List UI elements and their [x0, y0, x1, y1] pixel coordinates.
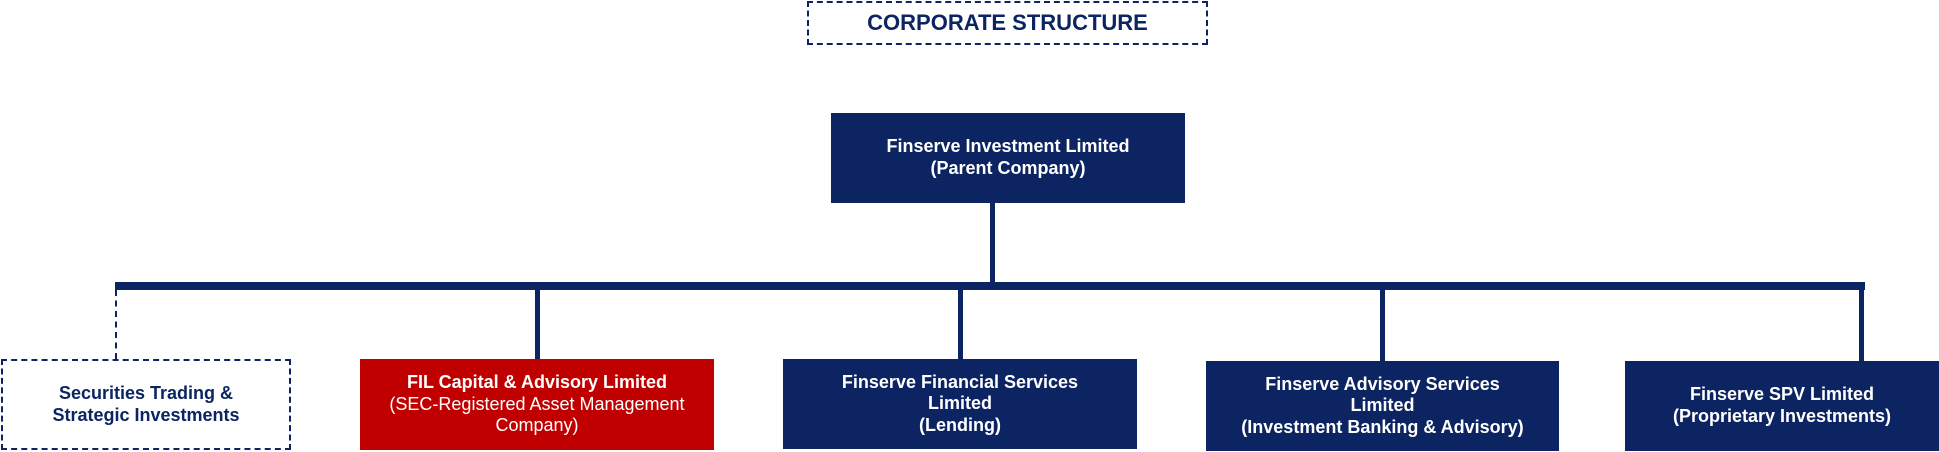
parent-company-box: Finserve Investment Limited (Parent Comp… — [831, 113, 1185, 203]
spv-role: (Proprietary Investments) — [1672, 406, 1892, 426]
advisory-services-name-line1: Finserve Advisory Services — [1265, 373, 1500, 394]
fil-capital-desc-line2: Company) — [495, 415, 579, 436]
financial-services-name-line2: Limited — [927, 393, 992, 414]
connector-fil-capital — [535, 290, 540, 359]
financial-services-name-line1: Finserve Financial Services — [841, 371, 1079, 392]
connector-spv — [1859, 290, 1864, 361]
horizontal-bus — [115, 282, 1865, 290]
advisory-services-box: Finserve Advisory Services Limited (Inve… — [1206, 361, 1559, 451]
fil-capital-name: FIL Capital & Advisory Limited — [406, 372, 668, 393]
spv-name: Finserve SPV Limited — [1689, 384, 1875, 405]
securities-trading-box: Securities Trading & Strategic Investmen… — [1, 359, 291, 450]
connector-advisory-services — [1380, 290, 1385, 361]
financial-services-box: Finserve Financial Services Limited (Len… — [783, 359, 1137, 449]
securities-trading-line2: Strategic Investments — [52, 404, 240, 425]
fil-capital-box: FIL Capital & Advisory Limited (SEC-Regi… — [360, 359, 714, 450]
diagram-title-text: CORPORATE STRUCTURE — [867, 9, 1148, 35]
parent-connector — [990, 203, 995, 284]
diagram-title: CORPORATE STRUCTURE — [807, 1, 1208, 45]
connector-financial-services — [958, 290, 963, 359]
securities-trading-line1: Securities Trading & — [58, 382, 234, 403]
spv-box: Finserve SPV Limited (Proprietary Invest… — [1625, 361, 1939, 451]
advisory-services-role: (Investment Banking & Advisory) — [1241, 416, 1524, 437]
parent-company-role: (Parent Company) — [930, 158, 1086, 178]
fil-capital-desc-line1: (SEC-Registered Asset Management — [389, 393, 685, 414]
parent-company-name: Finserve Investment Limited — [886, 136, 1130, 157]
financial-services-role: (Lending) — [919, 414, 1001, 435]
connector-securities-trading — [115, 290, 117, 359]
advisory-services-name-line2: Limited — [1350, 395, 1415, 416]
